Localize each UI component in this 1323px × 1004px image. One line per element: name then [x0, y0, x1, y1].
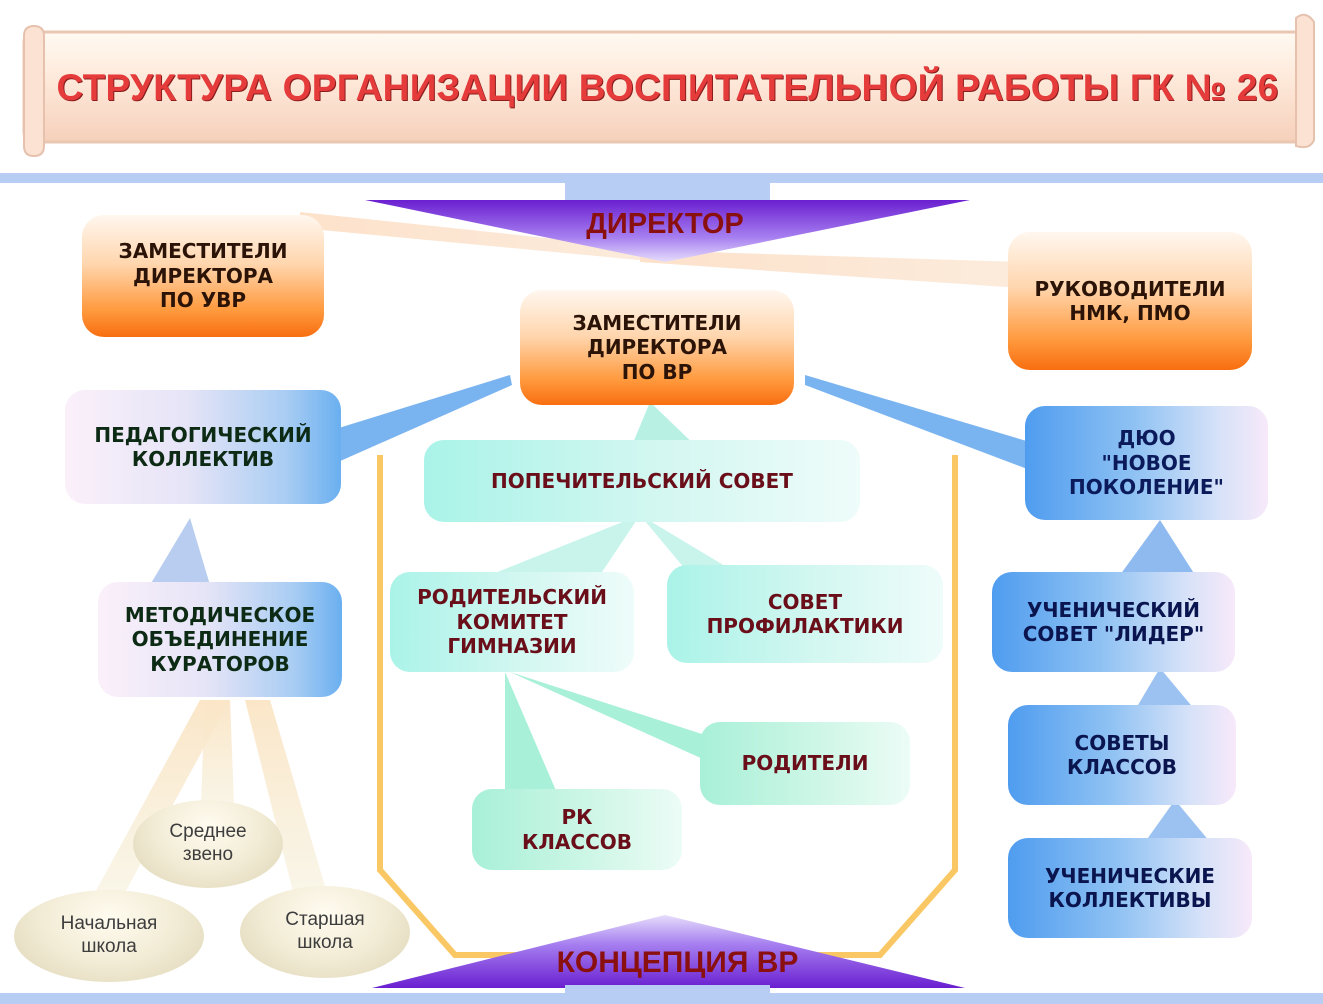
node-student-collectives: УЧЕНИЧЕСКИЕ КОЛЛЕКТИВЫ: [1008, 838, 1252, 938]
node-method-assoc: МЕТОДИЧЕСКОЕ ОБЪЕДИНЕНИЕ КУРАТОРОВ: [98, 582, 342, 697]
fan-senior: [245, 700, 335, 920]
link-council-dyuo: [1120, 520, 1195, 575]
link-parents-roditeli: [510, 672, 705, 760]
link-vr-dyuo: [805, 375, 1040, 470]
link-trustees-parents: [490, 515, 640, 575]
ellipse-senior-school: Старшая школа: [240, 886, 410, 978]
node-trustees: ПОПЕЧИТЕЛЬСКИЙ СОВЕТ: [424, 440, 860, 522]
director-triangle: [365, 200, 970, 262]
concept-label: КОНЦЕПЦИЯ ВР: [556, 946, 799, 979]
node-dyuo: ДЮО "НОВОЕ ПОКОЛЕНИЕ": [1025, 406, 1268, 520]
link-parents-rk: [505, 672, 560, 800]
node-class-councils: СОВЕТЫ КЛАССОВ: [1008, 705, 1236, 805]
director-label: ДИРЕКТОР: [586, 207, 744, 240]
title-scroll: [22, 13, 1315, 158]
link-method-ped: [150, 518, 210, 585]
node-ped-staff: ПЕДАГОГИЧЕСКИЙ КОЛЛЕКТИВ: [65, 390, 341, 504]
node-parent-committee: РОДИТЕЛЬСКИЙ КОМИТЕТ ГИМНАЗИИ: [390, 572, 634, 672]
link-classes-council: [1135, 668, 1195, 710]
node-student-council: УЧЕНИЧЕСКИЙ СОВЕТ "ЛИДЕР": [992, 572, 1235, 672]
fan-primary: [80, 700, 230, 920]
node-nmk-pmo: РУКОВОДИТЕЛИ НМК, ПМО: [1008, 232, 1252, 370]
node-parents: РОДИТЕЛИ: [700, 722, 910, 805]
link-vr-trustees: [630, 402, 700, 450]
node-deputy-uvr: ЗАМЕСТИТЕЛИ ДИРЕКТОРА ПО УВР: [82, 215, 324, 337]
link-vr-ped: [300, 375, 512, 470]
beam-left: [300, 212, 660, 262]
ellipse-primary-school: Начальная школа: [14, 890, 204, 982]
page-title: СТРУКТУРА ОРГАНИЗАЦИИ ВОСПИТАТЕЛЬНОЙ РАБ…: [56, 67, 1279, 108]
bottom-rail: [0, 993, 1323, 1004]
ellipse-middle-level: Среднее звено: [133, 800, 283, 888]
link-trustees-prevention: [640, 515, 740, 575]
trustee-frame: [377, 455, 958, 958]
node-prevention-council: СОВЕТ ПРОФИЛАКТИКИ: [667, 565, 943, 663]
link-collectives-classes: [1145, 800, 1210, 842]
node-rk-classes: РК КЛАССОВ: [472, 789, 682, 870]
beam-right: [640, 250, 1020, 288]
fan-middle: [200, 700, 235, 830]
concept-triangle: [372, 915, 965, 988]
node-deputy-vr: ЗАМЕСТИТЕЛИ ДИРЕКТОРА ПО ВР: [520, 290, 794, 405]
